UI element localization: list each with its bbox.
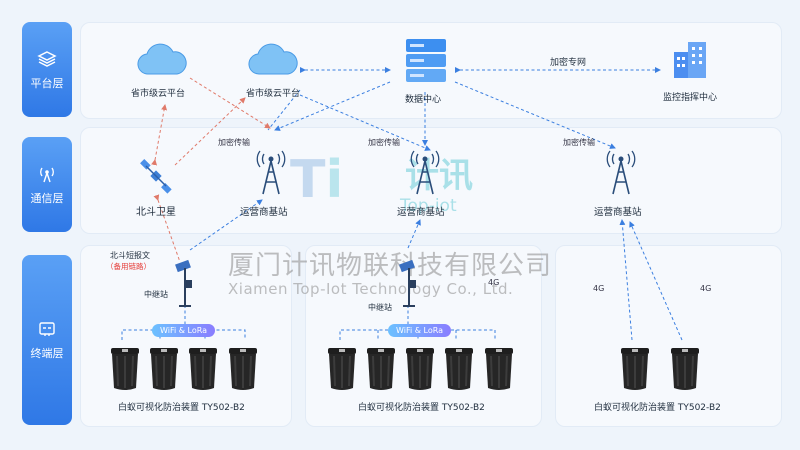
layer-label-text: 通信层 [30,191,64,205]
termite-device-icon [671,348,699,390]
base-station-icon [606,150,636,195]
link-relay2-station2 [407,219,421,249]
vpn-label: 加密专网 [550,58,587,68]
link-sat-cloud2 [174,97,246,166]
relay-station-icon [399,259,416,307]
server-icon [406,39,446,82]
watermark-logo-mark: Ti [290,150,344,210]
cloud-icon [137,43,187,75]
station-label-2: 运营商基站 [397,207,445,218]
g4-label-2: 4G [593,284,605,293]
relay-label-1: 中继站 [144,290,168,299]
device-label-2: 白蚁可视化防治装置 TY502-B2 [358,403,485,413]
termite-device-icon [229,348,257,390]
monitor-label: 监控指挥中心 [663,93,718,103]
layer-label-comm: 通信层 [22,137,72,232]
comm-panel [80,127,782,234]
datacenter-label: 数据中心 [405,95,442,105]
satellite-label: 北斗卫星 [136,207,176,218]
link-dc-station1 [274,81,391,131]
cloud-icon [248,43,298,75]
termite-device-icon [367,348,395,390]
device-icon [39,322,55,336]
base-station-icon [256,150,286,195]
g4-label-1: 4G [488,278,500,287]
termite-device-icon [150,348,178,390]
link-device-station3-b [629,221,683,341]
g4-label-3: 4G [700,284,712,293]
layer-label-text: 平台层 [30,76,64,90]
terminal-panel-3 [555,245,782,427]
building-icon [674,42,706,78]
device-label-3: 白蚁可视化防治装置 TY502-B2 [594,403,721,413]
relay-label-2: 中继站 [368,303,392,312]
termite-device-icon [621,348,649,390]
station-label-1: 运营商基站 [240,207,288,218]
signal-tower-icon [40,167,54,182]
wifi-lora-pill-1: WiFi & LoRa [152,324,216,337]
relay-station-icon [175,259,192,307]
watermark-logo-en: Top-iot [400,196,457,216]
termite-device-icon [189,348,217,390]
watermark-company-en: Xiamen Top-Iot Technology Co., Ltd. [228,280,514,298]
layers-icon [37,50,57,67]
termite-device-icon [328,348,356,390]
link-sat-cloud1 [151,104,168,166]
link-cloud2-station2 [299,94,431,151]
termite-device-icon [485,348,513,390]
enc-label-3: 加密传输 [563,138,595,147]
link-dc-station3 [454,81,616,149]
link-relay1-station1 [189,199,263,251]
bd-msg-label: 北斗短报文 [110,251,150,260]
watermark-company: 厦门计讯物联科技有限公司 [228,251,553,281]
layer-label-platform: 平台层 [22,22,72,117]
layer-label-text: 终端层 [30,347,64,360]
enc-label-1: 加密传输 [218,138,250,147]
layer-label-terminal: 终端层 [22,255,72,425]
device-label-1: 白蚁可视化防治装置 TY502-B2 [118,403,245,413]
cloud-label-2: 省市级云平台 [246,89,301,99]
termite-device-icon [111,348,139,390]
enc-label-2: 加密传输 [368,138,400,147]
termite-device-icon [406,348,434,390]
termite-device-icon [445,348,473,390]
cloud-label-1: 省市级云平台 [131,89,186,99]
satellite-icon [140,159,172,194]
wifi-lora-pill-2: WiFi & LoRa [388,324,452,337]
bd-backup-label: （备用链路） [106,262,151,271]
link-cloud1-station [189,77,271,129]
watermark-logo: 计讯 [405,156,473,196]
station-label-3: 运营商基站 [594,207,642,218]
link-device-station3-a [619,219,633,341]
base-station-icon [410,150,440,195]
